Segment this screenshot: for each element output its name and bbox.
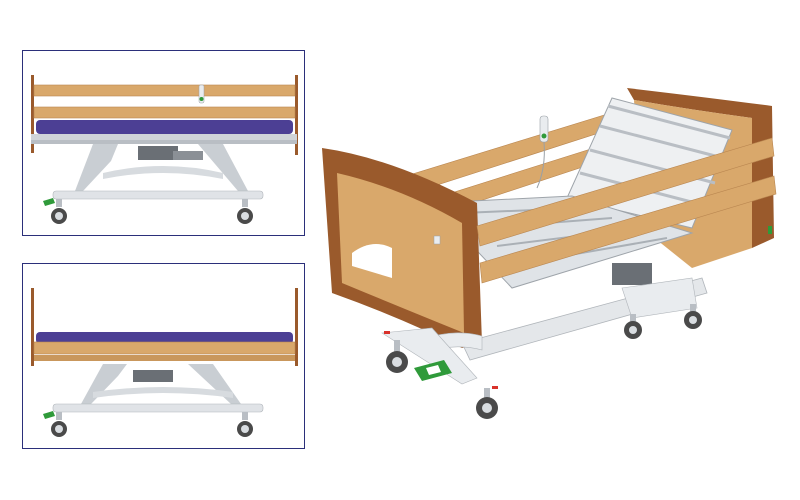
perspective-view	[312, 78, 792, 438]
actuator-motor	[133, 370, 173, 382]
foot-post	[295, 288, 298, 366]
central-brake-pedal	[414, 360, 452, 381]
side-view-raised-panel	[22, 50, 305, 236]
mattress	[36, 120, 293, 134]
right-lift-arm	[188, 364, 241, 404]
brake-pedal-icon	[43, 198, 55, 206]
rail-latch-icon	[768, 226, 772, 234]
brake-pedal-icon	[43, 411, 55, 419]
hand-control-cable	[536, 141, 545, 189]
castor-front-left	[386, 340, 408, 373]
actuator-motor	[612, 263, 652, 285]
hand-control-button-icon	[541, 133, 547, 139]
base-frame	[52, 403, 264, 413]
right-lift-arm	[198, 144, 248, 191]
upper-side-rail	[33, 84, 296, 97]
wheel-left	[51, 199, 67, 224]
side-view-lowered-panel	[22, 263, 305, 449]
wheel-left	[51, 412, 67, 437]
castor-front-right	[476, 388, 498, 419]
lower-side-rail	[33, 106, 296, 119]
near-upper-side-rail	[476, 137, 775, 247]
left-lift-arm	[81, 364, 127, 404]
side-rail-lowered	[33, 341, 296, 355]
headboard-far-edge	[627, 88, 774, 248]
perspective-bed-illustration	[322, 88, 777, 419]
indicator-red-right	[492, 386, 498, 389]
castor-rear-right	[684, 304, 702, 329]
side-view-lowered-illustration	[31, 288, 298, 437]
head-post	[31, 288, 34, 366]
side-rail-lowered-bottom	[34, 355, 295, 361]
wheel-right	[237, 412, 253, 437]
scissor-bar	[103, 166, 223, 179]
base-frame	[52, 190, 264, 200]
footboard-handle-cutout	[352, 244, 392, 278]
hand-control-button-icon	[199, 97, 204, 101]
mattress	[36, 332, 293, 344]
footboard-label	[433, 235, 441, 245]
head-post	[31, 75, 34, 153]
actuator-motor	[138, 146, 178, 160]
indicator-red-left	[384, 331, 390, 334]
foot-post	[295, 75, 298, 155]
actuator-rod	[173, 151, 203, 160]
scissor-bar	[93, 387, 233, 398]
side-view-raised-illustration	[31, 75, 298, 224]
bed-frame	[31, 134, 297, 140]
left-lift-arm	[75, 144, 118, 191]
base-leg-rear	[621, 277, 698, 319]
near-lower-side-rail	[479, 175, 777, 284]
wheel-right	[237, 199, 253, 224]
footboard-panel	[337, 173, 464, 333]
castor-rear-left	[624, 314, 642, 339]
bed-frame-lower	[31, 140, 297, 144]
